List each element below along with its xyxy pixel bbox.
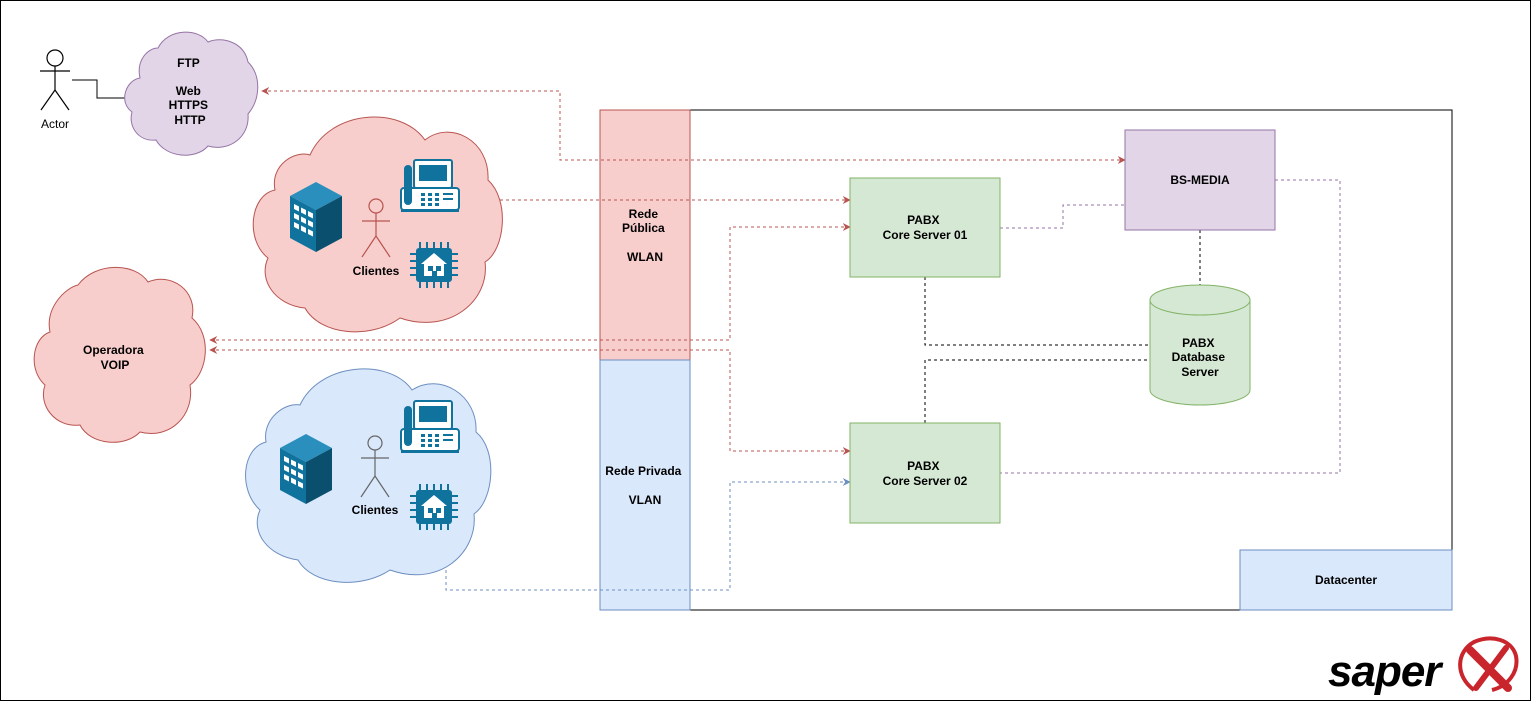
link-operator-core1 [209,223,851,344]
cylinder-database-icon [1149,284,1251,406]
private-clients-label: Clientes [352,503,399,517]
link-services-media [261,87,1126,164]
private-network-column [599,359,691,611]
link-core1-media [1000,204,1125,229]
link-actor-services [72,79,141,102]
iot-home-chip-icon [409,241,459,289]
connectors [72,79,1341,591]
database-server-label: PABX Database Server [1172,336,1229,379]
operator-cloud [33,266,206,443]
actor-icon [40,49,70,111]
private-network-label: Rede Privada VLAN [605,464,684,507]
building-icon [290,182,342,252]
operator-cloud-label: Operadora VOIP [83,343,147,372]
public-network-column [599,109,691,361]
link-media-core2 [1000,179,1341,474]
link-core1-database [924,277,1150,346]
services-cloud-label: FTP Web HTTPS HTTP [169,56,212,127]
bs-media-label: BS-MEDIA [1170,173,1230,187]
desk-phone-icon [400,400,460,454]
person-icon [360,435,390,498]
desk-phone-icon [400,159,460,213]
logo-x-mark-icon [1458,636,1519,692]
building-icon [280,434,332,504]
link-private-clients-core2 [445,478,851,591]
link-core2-database [924,359,1150,423]
datacenter-label: Datacenter [1315,573,1377,587]
actor-label: Actor [41,117,69,131]
core-server-02 [849,422,1001,524]
core-server-01 [849,177,1001,278]
bs-media-server [1124,129,1276,231]
public-clients-label: Clientes [353,264,400,278]
saperx-logo: saper [1328,636,1519,696]
datacenter-label-box [1239,549,1453,611]
logo-wordmark: saper [1328,647,1444,696]
core-server-01-label: PABX Core Server 01 [883,213,968,242]
iot-home-chip-icon [409,483,459,531]
services-cloud [124,31,259,156]
datacenter-container [689,109,1453,611]
link-operator-core2 [209,346,851,455]
core-server-02-label: PABX Core Server 02 [883,459,968,488]
person-icon [361,198,391,258]
